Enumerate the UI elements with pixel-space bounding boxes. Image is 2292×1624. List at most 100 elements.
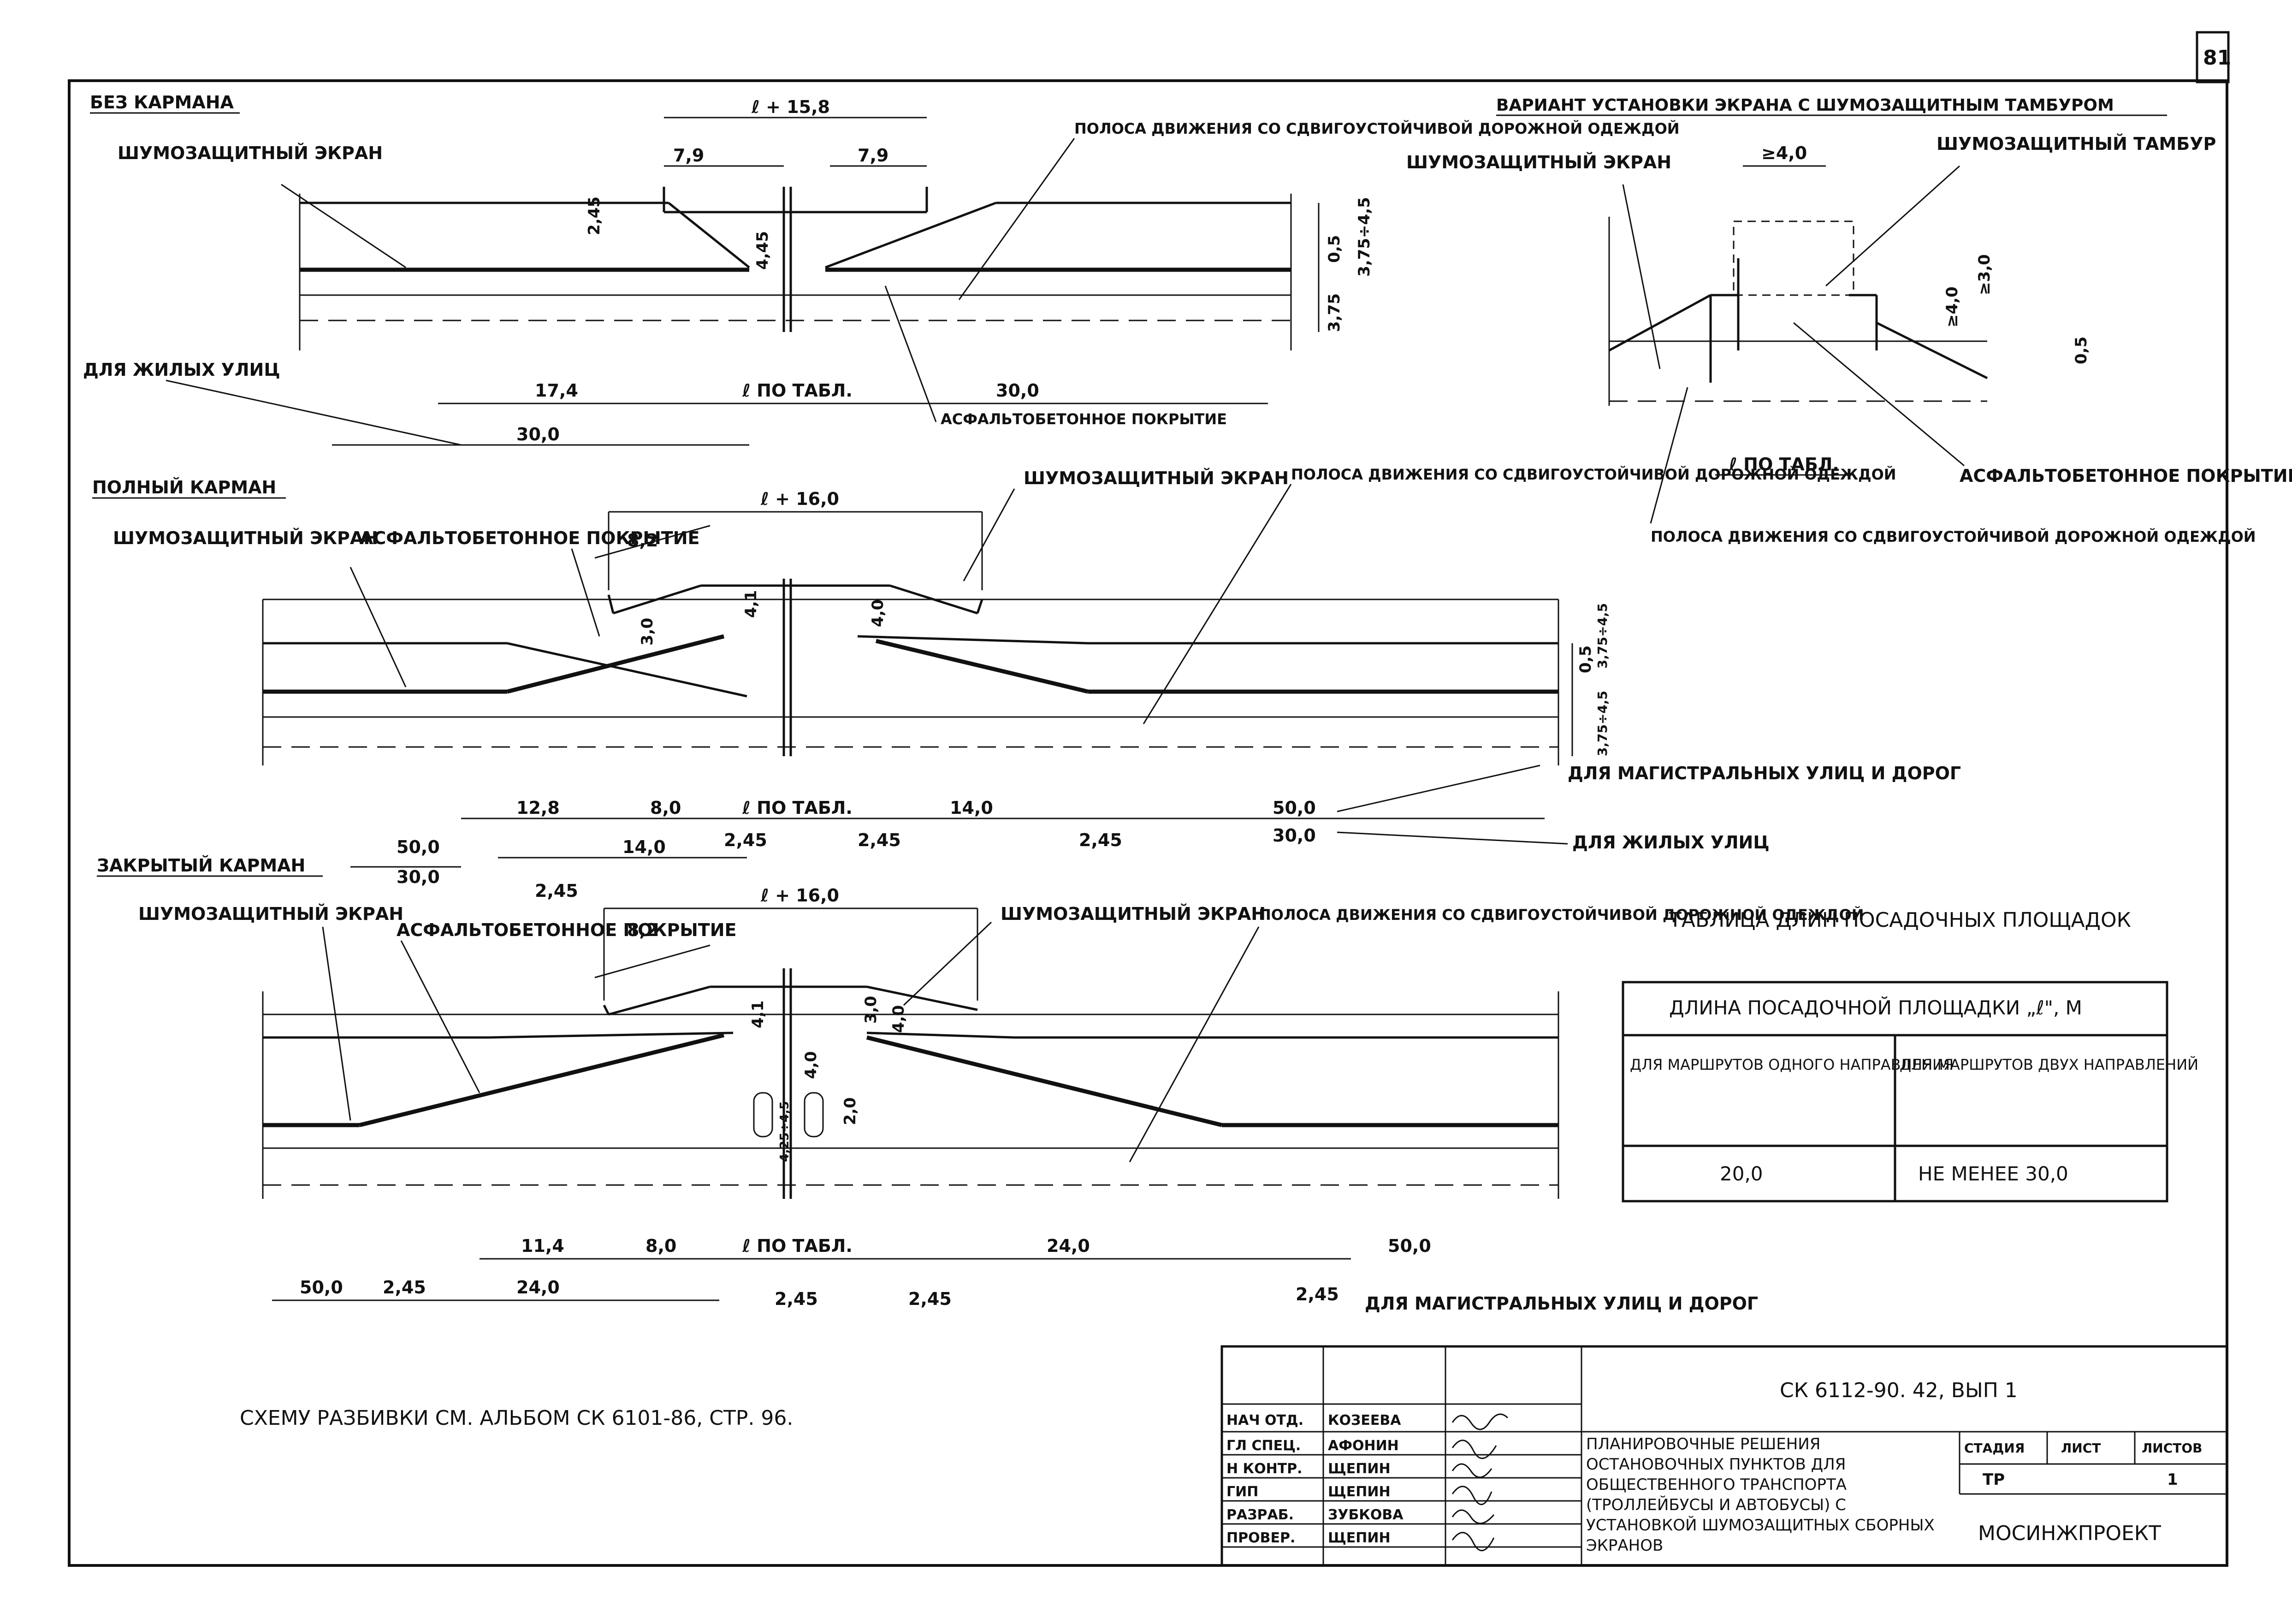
closed-label-lane: ПОЛОСА ДВИЖЕНИЯ СО СДВИГОУСТОЙЧИВОЙ ДОРО… [1259, 906, 1864, 924]
section-closed-pocket: ЗАКРЫТЫЙ КАРМАН [97, 855, 1864, 1314]
full-dim-v-4-1: 4,1 [742, 590, 760, 618]
signer-role: ПРОВЕР. [1226, 1530, 1295, 1546]
full-dim-v-4-0: 4,0 [869, 599, 887, 627]
full-dim-v-3-0: 3,0 [638, 618, 657, 646]
signer-name: ЩЕПИН [1328, 1530, 1391, 1546]
full-dim-12-8: 12,8 [516, 798, 560, 818]
signer-role: ГЛ СПЕЦ. [1226, 1438, 1301, 1454]
section-no-pocket: БЕЗ КАРМАНА [83, 92, 1680, 446]
dim-v-0-5: 0,5 [1325, 235, 1344, 263]
stage-label: СТАДИЯ [1964, 1440, 2025, 1456]
dim-7-9-left: 7,9 [673, 145, 704, 166]
variant-label-screen: ШУМОЗАЩИТНЫЙ ЭКРАН [1406, 152, 1671, 172]
variant-label-asphalt: АСФАЛЬТОБЕТОННОЕ ПОКРЫТИЕ [1960, 466, 2292, 486]
variant-dim-v-3-0: ≥3,0 [1975, 254, 1994, 295]
label-screen: ШУМОЗАЩИТНЫЙ ЭКРАН [118, 143, 383, 163]
closed-dim-l-table: ℓ ПО ТАБЛ. [742, 1236, 853, 1256]
signatures [1451, 1413, 1509, 1552]
dim-v-4-45: 4,45 [753, 231, 772, 270]
closed-label-arterial: ДЛЯ МАГИСТРАЛЬНЫХ УЛИЦ И ДОРОГ [1365, 1293, 1758, 1314]
dim-17-4: 17,4 [535, 380, 578, 401]
full-dim-2-45-d: 2,45 [1079, 830, 1122, 850]
full-dim-v-0-5: 0,5 [1576, 646, 1595, 673]
road-profile-full-pocket [262, 579, 1559, 765]
sheet-frame: 81 [68, 31, 2231, 1567]
signer-name: АФОНИН [1328, 1438, 1399, 1454]
sheet-label: ЛИСТ [2061, 1440, 2101, 1456]
dim-v-2-45: 2,45 [585, 196, 604, 235]
full-label-screen-right: ШУМОЗАЩИТНЫЙ ЭКРАН [1024, 468, 1289, 488]
dims-closed-pocket [272, 907, 1351, 1301]
closed-dim-2-45-mid2: 2,45 [908, 1289, 952, 1309]
full-dim-2-45-a: 2,45 [535, 881, 578, 901]
dims-no-pocket [332, 117, 1320, 446]
section-title-full-pocket: ПОЛНЫЙ КАРМАН [92, 477, 276, 498]
table-header: ДЛИНА ПОСАДОЧНОЙ ПЛОЩАДКИ „ℓ", М [1669, 996, 2082, 1019]
variant-l-table: ℓ ПО ТАБЛ. [1729, 454, 1839, 474]
signers: НАЧ ОТД. КОЗЕЕВА ГЛ СПЕЦ. АФОНИН Н КОНТР… [1226, 1412, 1404, 1546]
org-name: МОСИНЖПРОЕКТ [1978, 1522, 2161, 1545]
length-table: ТАБЛИЦА ДЛИН ПОСАДОЧНЫХ ПЛОЩАДОК ДЛИНА П… [1622, 908, 2198, 1203]
closed-dim-v-4-0a: 4,0 [889, 1005, 908, 1033]
full-label-asphalt: АСФАЛЬТОБЕТОННОЕ ПОКРЫТИЕ [360, 528, 699, 548]
full-dim-2-45-b: 2,45 [724, 830, 767, 850]
closed-label-asphalt: АСФАЛЬТОБЕТОННОЕ ПОКРЫТИЕ [397, 920, 736, 940]
closed-dim-8-2: 8,2 [627, 920, 658, 940]
closed-dim-11-4: 11,4 [521, 1236, 564, 1256]
dim-v-3-75: 3,75 [1325, 293, 1344, 332]
title-code: СК 6112-90. 42, ВЫП 1 [1780, 1379, 2018, 1402]
table-title: ТАБЛИЦА ДЛИН ПОСАДОЧНЫХ ПЛОЩАДОК [1669, 908, 2131, 932]
signer-name: ЩЕПИН [1328, 1461, 1391, 1477]
table-col1: ДЛЯ МАРШРУТОВ ОДНОГО НАПРАВЛЕНИЯ [1630, 1056, 1954, 1073]
closed-dim-v-4-0b: 4,0 [802, 1051, 820, 1079]
full-dim-8-2: 8,2 [627, 530, 658, 551]
full-dim-l-table: ℓ ПО ТАБЛ. [742, 798, 853, 818]
closed-dim-24-0-left: 24,0 [516, 1277, 560, 1298]
dim-top: ℓ + 15,8 [751, 97, 830, 117]
closed-dim-top: ℓ + 16,0 [760, 885, 839, 906]
dim-l-table: ℓ ПО ТАБЛ. [742, 380, 853, 401]
variant-profile [1608, 217, 1988, 406]
section-full-pocket: ПОЛНЫЙ КАРМАН [92, 466, 1961, 901]
variant-label-tambour: ШУМОЗАЩИТНЫЙ ТАМБУР [1937, 134, 2216, 154]
title-description: ПЛАНИРОВОЧНЫЕ РЕШЕНИЯ ОСТАНОВОЧНЫХ ПУНКТ… [1586, 1435, 1935, 1555]
closed-dim-50-right: 50,0 [1388, 1236, 1431, 1256]
closed-dim-v-4-1: 4,1 [749, 1001, 767, 1028]
full-label-screen-left: ШУМОЗАЩИТНЫЙ ЭКРАН [113, 528, 378, 548]
full-dim-50-left: 50,0 [397, 837, 440, 857]
title-block: СК 6112-90. 42, ВЫП 1 ПЛАНИРОВОЧНЫЕ РЕШЕ… [1220, 1345, 2228, 1567]
label-residential: ДЛЯ ЖИЛЫХ УЛИЦ [83, 360, 280, 380]
dim-30-right: 30,0 [996, 380, 1039, 401]
full-dim-2-45-c: 2,45 [858, 830, 901, 850]
label-asphalt: АСФАЛЬТОБЕТОННОЕ ПОКРЫТИЕ [941, 410, 1227, 428]
full-dim-50-right: 50,0 [1273, 798, 1316, 818]
label-lane: ПОЛОСА ДВИЖЕНИЯ СО СДВИГОУСТОЙЧИВОЙ ДОРО… [1074, 120, 1680, 137]
signer-name: КОЗЕЕВА [1328, 1412, 1401, 1428]
full-label-arterial: ДЛЯ МАГИСТРАЛЬНЫХ УЛИЦ И ДОРОГ [1568, 763, 1961, 783]
closed-dim-24-0-right: 24,0 [1047, 1236, 1090, 1256]
closed-label-screen-left: ШУМОЗАЩИТНЫЙ ЭКРАН [138, 904, 403, 924]
table-val2: НЕ МЕНЕЕ 30,0 [1918, 1162, 2068, 1185]
signer-role: НАЧ ОТД. [1226, 1412, 1303, 1428]
signer-role: Н КОНТР. [1226, 1461, 1303, 1477]
dim-v-3-75-4-5: 3,75÷4,5 [1355, 197, 1374, 277]
section-title-no-pocket: БЕЗ КАРМАНА [90, 92, 234, 113]
full-dim-30-right: 30,0 [1273, 825, 1316, 846]
closed-dim-2-45-left: 2,45 [383, 1277, 426, 1298]
full-label-lane: ПОЛОСА ДВИЖЕНИЯ СО СДВИГОУСТОЙЧИВОЙ ДОРО… [1291, 466, 1896, 483]
signer-role: ГИП [1226, 1484, 1258, 1500]
table-val1: 20,0 [1720, 1162, 1763, 1185]
full-dim-top: ℓ + 16,0 [760, 489, 839, 509]
variant-dim-v-4-0: ≥4,0 [1943, 286, 1961, 327]
closed-dim-v-2-0: 2,0 [841, 1097, 859, 1125]
full-dim-30-left: 30,0 [397, 867, 440, 887]
full-label-residential: ДЛЯ ЖИЛЫХ УЛИЦ [1572, 832, 1770, 853]
full-dim-14-0-left: 14,0 [622, 837, 666, 857]
stage-value: ТР [1983, 1470, 2005, 1489]
signer-name: ЩЕПИН [1328, 1484, 1391, 1500]
full-dim-14-0-right: 14,0 [950, 798, 993, 818]
road-profile-closed-pocket [262, 968, 1559, 1199]
road-profile-no-pocket [299, 187, 1292, 350]
section-variant: ВАРИАНТ УСТАНОВКИ ЭКРАНА С ШУМОЗАЩИТНЫМ … [1406, 96, 2292, 545]
dim-30-bottom: 30,0 [516, 424, 560, 445]
